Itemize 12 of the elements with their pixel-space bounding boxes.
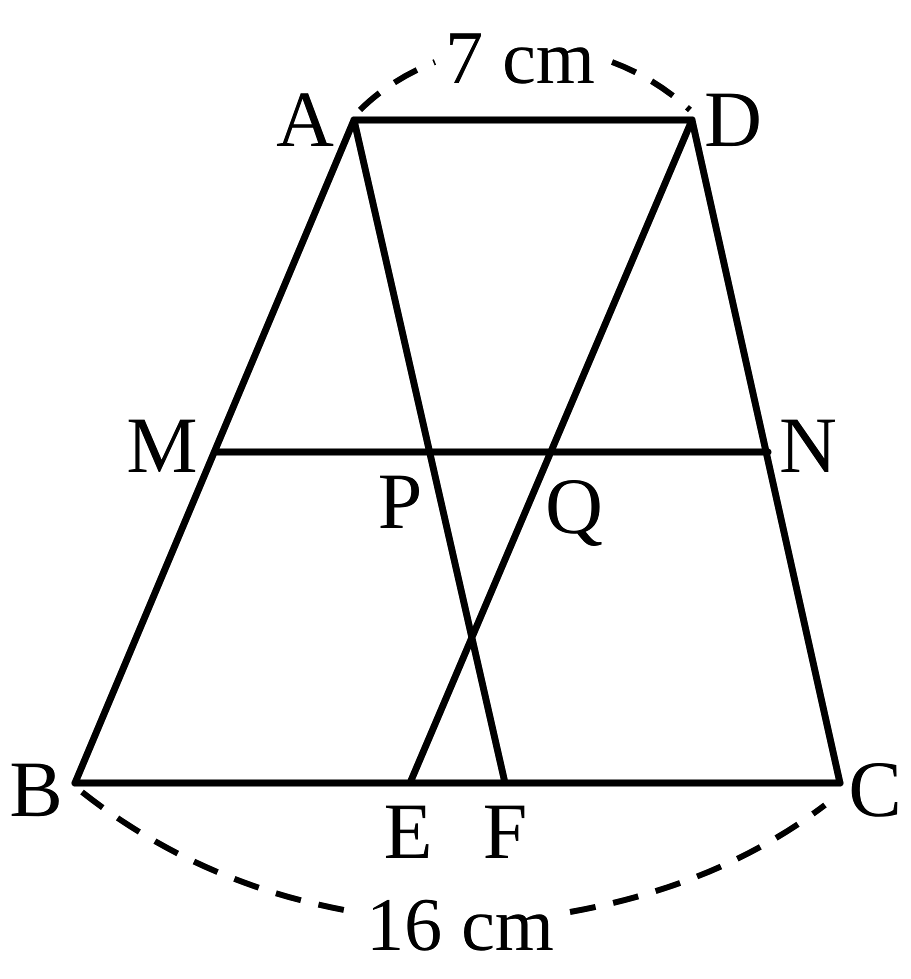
dimension-label: 16 cm (366, 887, 554, 963)
point-label: B (9, 750, 63, 830)
point-label: E (384, 792, 432, 872)
point-label: M (126, 406, 198, 486)
point-label: D (704, 80, 762, 160)
point-label: C (848, 750, 902, 830)
point-label: P (378, 462, 422, 542)
point-label: A (276, 80, 334, 160)
point-label: N (779, 406, 837, 486)
dimension-label: 7 cm (445, 20, 595, 96)
point-label: Q (545, 467, 603, 547)
point-label: F (482, 792, 528, 872)
